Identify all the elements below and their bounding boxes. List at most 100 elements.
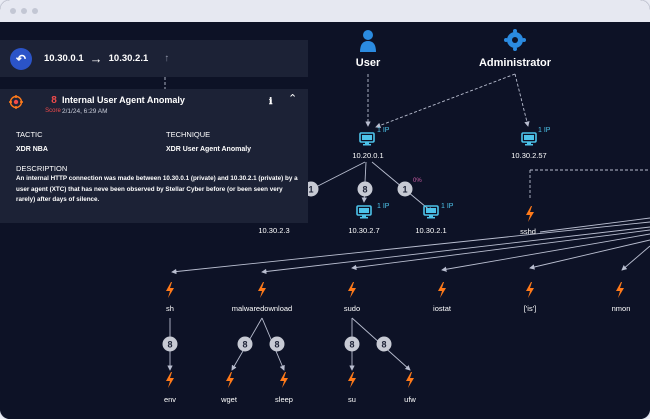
process-node-wget[interactable]: wget [220, 372, 238, 404]
back-arrow-icon: ↶ [15, 51, 27, 66]
process-node-malwaredownload[interactable]: malwaredownload [232, 282, 292, 313]
process-node-sh[interactable]: sh [166, 282, 174, 313]
info-icon[interactable]: ℹ [269, 96, 273, 106]
process-edges [171, 217, 650, 275]
alert-score: 8 [51, 95, 57, 106]
svg-text:sshd: sshd [520, 227, 536, 236]
process-bolt-icon [226, 372, 234, 388]
svg-text:8: 8 [362, 185, 367, 195]
svg-text:sleep: sleep [275, 395, 293, 404]
monitor-icon [359, 132, 375, 146]
back-button[interactable]: ↶ [10, 47, 32, 70]
route-to: 10.30.2.1 [108, 53, 149, 64]
svg-text:iostat: iostat [433, 304, 452, 313]
tactic-value: XDR NBA [16, 146, 48, 153]
alert-date: 2/1/24, 6:29 AM [62, 108, 108, 115]
window-titlebar [0, 0, 650, 22]
process-node-ufw[interactable]: ufw [404, 372, 416, 404]
description-label: DESCRIPTION [16, 164, 68, 173]
window-dot-icon[interactable] [10, 8, 16, 14]
svg-text:malwaredownload: malwaredownload [232, 304, 292, 313]
process-bolt-icon [526, 282, 534, 298]
host-node-10-30-2-1[interactable]: 1 IP 10.30.2.1 [415, 203, 453, 235]
svg-text:env: env [164, 395, 176, 404]
svg-text:nmon: nmon [612, 304, 631, 313]
svg-text:wget: wget [220, 395, 238, 404]
process-bolt-icon [280, 372, 288, 388]
edge-tag: 0% [413, 178, 422, 184]
process-bolt-icon [348, 282, 356, 298]
graph-canvas[interactable]: User Administrator 1 IP 10.20.0.1 1 IP 1… [0, 22, 650, 419]
svg-text:['is']: ['is'] [524, 304, 536, 313]
tactic-label: TACTIC [16, 130, 43, 139]
edge-count-right[interactable]: 1 0% [397, 178, 423, 197]
process-bolt-icon [438, 282, 446, 298]
process-node-sshd[interactable]: sshd [520, 206, 536, 236]
process-bolt-icon [348, 372, 356, 388]
svg-text:ufw: ufw [404, 395, 416, 404]
ip-count-badge: 1 IP [377, 127, 390, 134]
up-arrow-icon[interactable]: ↑ [164, 53, 170, 64]
monitor-icon [356, 205, 372, 219]
svg-text:1: 1 [402, 185, 407, 195]
user-icon [363, 30, 373, 40]
svg-text:sudo: sudo [344, 304, 360, 313]
process-node-su[interactable]: su [348, 372, 356, 404]
ip-count-badge: 1 IP [441, 203, 454, 210]
process-node-iostat[interactable]: iostat [433, 282, 452, 313]
process-node-sudo[interactable]: sudo [344, 282, 360, 313]
process-count: 8 [274, 340, 279, 350]
route-from: 10.30.0.1 [44, 53, 84, 64]
edge-count-mid[interactable]: 8 [357, 181, 373, 197]
process-count-bubbles[interactable]: 8 8 8 8 8 [162, 336, 392, 352]
process-node-is[interactable]: ['is'] [524, 282, 536, 313]
route-header: ↶ 10.30.0.1 → 10.30.2.1 ↑ [0, 40, 308, 77]
administrator-label: Administrator [479, 57, 552, 69]
target-icon [9, 95, 23, 109]
user-node[interactable]: User [356, 30, 381, 69]
window-dot-icon[interactable] [32, 8, 38, 14]
process-count: 8 [242, 340, 247, 350]
process-bolt-icon [166, 372, 174, 388]
process-bolt-icon [616, 282, 624, 298]
svg-text:1: 1 [308, 185, 313, 195]
child-edges [167, 317, 411, 371]
process-count: 8 [349, 340, 354, 350]
ip-count-badge: 1 IP [377, 203, 390, 210]
process-count: 8 [167, 340, 172, 350]
user-label: User [356, 57, 381, 69]
process-count: 8 [381, 340, 386, 350]
svg-text:su: su [348, 395, 356, 404]
orphan-ip-label[interactable]: 10.30.2.3 [258, 226, 289, 235]
chevron-up-icon[interactable]: ⌃ [288, 93, 298, 105]
process-bolt-icon [258, 282, 266, 298]
ip-count-badge: 1 IP [538, 127, 551, 134]
technique-label: TECHNIQUE [166, 130, 211, 139]
administrator-node[interactable]: Administrator [479, 29, 552, 69]
process-bolt-icon [166, 282, 174, 298]
process-node-sleep[interactable]: sleep [275, 372, 293, 404]
host-ip-label: 10.30.2.7 [348, 226, 379, 235]
host-ip-label: 10.30.2.1 [415, 226, 446, 235]
svg-text:sh: sh [166, 304, 174, 313]
process-bolt-icon [526, 206, 534, 222]
alert-description: An internal HTTP connection was made bet… [16, 175, 298, 203]
alert-detail-panel: 8 Score Internal User Agent Anomaly 2/1/… [0, 89, 308, 223]
process-node-nmon[interactable]: nmon [612, 282, 631, 313]
host-ip-label: 10.30.2.57 [511, 151, 546, 160]
alert-title: Internal User Agent Anomaly [62, 95, 185, 105]
window-dot-icon[interactable] [21, 8, 27, 14]
user-edges [164, 73, 650, 200]
monitor-icon [521, 132, 537, 146]
route-arrow-icon: → [89, 51, 103, 66]
process-bolt-icon [406, 372, 414, 388]
host-node-10-30-2-57[interactable]: 1 IP 10.30.2.57 [511, 127, 551, 160]
technique-value: XDR User Agent Anomaly [166, 146, 252, 153]
host-node-10-30-2-7[interactable]: 1 IP 10.30.2.7 [348, 203, 389, 235]
host-node-10-20-0-1[interactable]: 1 IP 10.20.0.1 [352, 127, 389, 160]
process-node-env[interactable]: env [164, 372, 176, 404]
monitor-icon [423, 205, 439, 219]
alert-header[interactable]: 8 Score Internal User Agent Anomaly 2/1/… [9, 93, 301, 117]
alert-score-label: Score [45, 108, 61, 114]
